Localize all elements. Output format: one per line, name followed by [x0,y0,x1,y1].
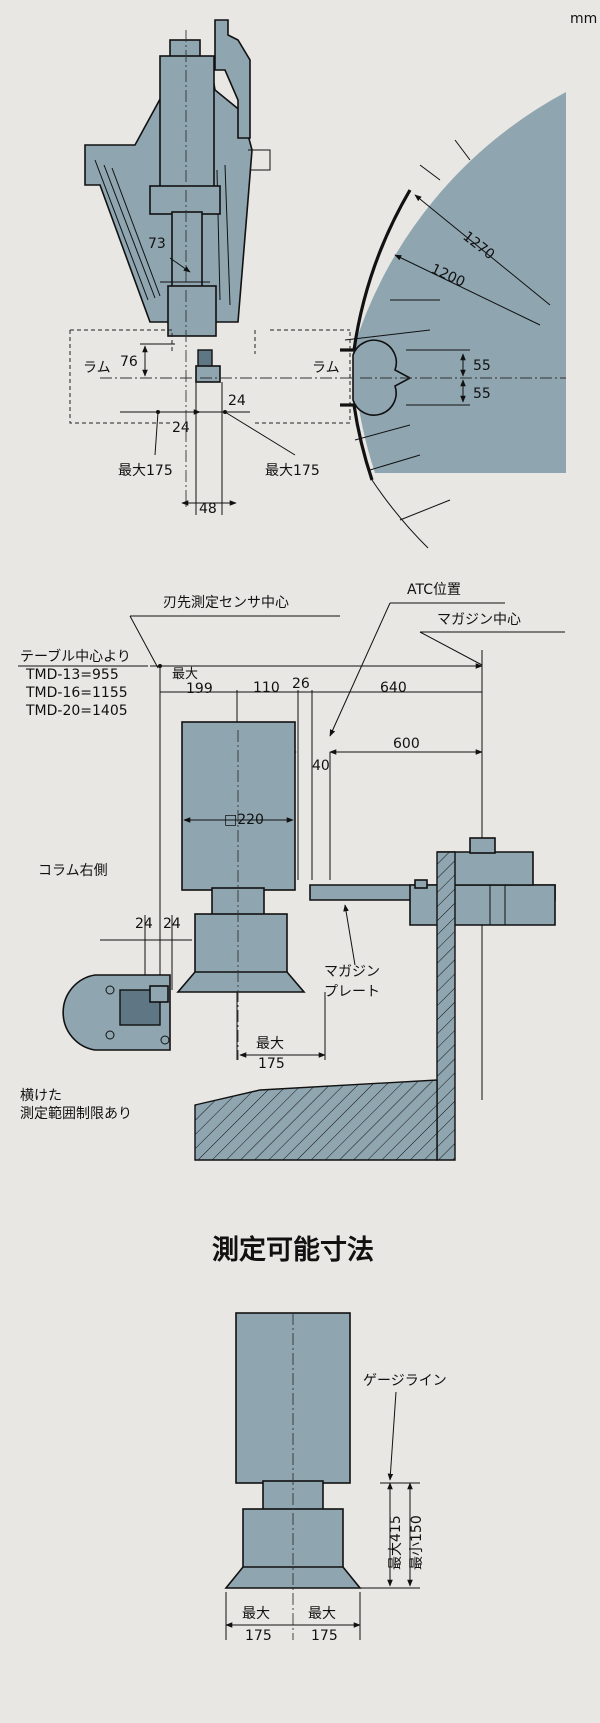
dim-220-label: □220 [224,812,264,828]
from-table-center-label: テーブル中心より [20,648,131,665]
magazine-plate-label-2: プレート [324,984,380,1000]
gauge-line-label: ゲージライン [363,1373,447,1389]
dim-26-label: 26 [292,676,310,692]
dim-24-left-label: 24 [172,420,190,436]
column-right-label: コラム右側 [38,863,108,879]
atc-position-label: ATC位置 [407,582,461,598]
magazine-center-label: マガジン中心 [437,612,521,628]
max-label-top: 最大 [172,667,198,682]
ram-label-left: ラム [83,360,111,376]
dim-24a-label: 24 [135,916,153,932]
tmd13-label: TMD-13=955 [25,667,119,683]
right-175-label: 175 [311,1628,338,1644]
heading: 測定可能寸法 [212,1234,374,1266]
ram-label-right: ラム [312,360,340,376]
left-max-label: 最大 [242,1606,270,1622]
dim-199-label: 199 [186,681,213,697]
tool-holder-body [181,721,296,891]
dim-76-label: 76 [120,354,138,370]
right-max-label: 最大 [308,1606,336,1622]
note-label-1: 横けた [20,1088,62,1104]
min-150-label: 最小150 [409,1515,425,1570]
dim-73-label: 73 [148,236,166,252]
side-view: 刃先測定センサ中心 ATC位置 マガジン中心 テーブル中心より TMD-13=9… [18,582,565,1161]
max-bottom-label-1: 最大 [256,1036,284,1052]
dim-600-label: 600 [393,736,420,752]
max-bottom-label-2: 175 [258,1056,285,1072]
left-175-label: 175 [245,1628,272,1644]
column-hatched [436,851,456,1161]
magazine-plate-label-1: マガジン [324,964,380,980]
dim-55-top-label: 55 [473,358,491,374]
dim-24b-label: 24 [163,916,181,932]
dim-55-bottom-label: 55 [473,386,491,402]
dim-110-label: 110 [253,680,280,696]
top-view: ラム ラム 73 76 24 24 最大175 最大175 48 [69,19,566,549]
dim-640-label: 640 [380,680,407,696]
blade-sensor-center-label: 刃先測定センサ中心 [163,595,289,611]
note-label-2: 測定範囲制限あり [20,1105,132,1122]
tmd20-label: TMD-20=1405 [25,703,128,719]
bottom-view: ゲージライン 最大415 最小150 最大 175 最大 175 [224,1312,447,1644]
max-175-left-label: 最大175 [118,463,173,479]
spindle-housing [159,55,215,189]
max-415-label: 最大415 [388,1515,404,1570]
tmd16-label: TMD-16=1155 [25,685,128,701]
dim-40-label: 40 [312,758,330,774]
max-175-right-label: 最大175 [265,463,320,479]
dim-48-label: 48 [199,501,217,517]
unit-label: mm [570,11,597,27]
dim-24-right-label: 24 [228,393,246,409]
